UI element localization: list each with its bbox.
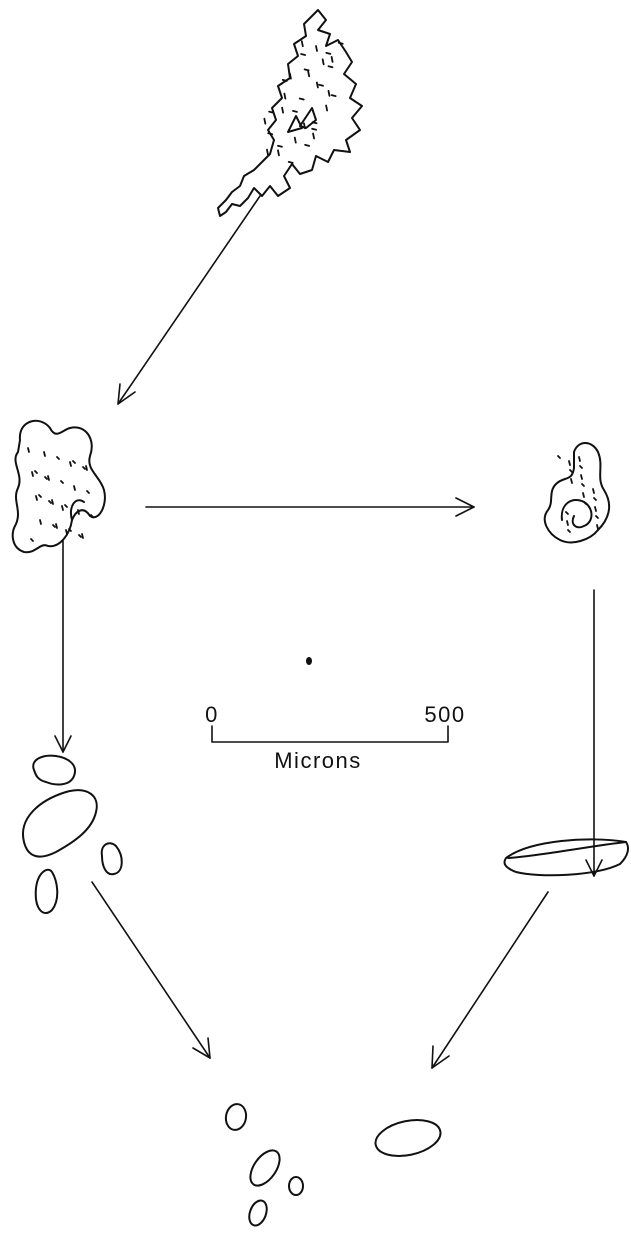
stipple-mark bbox=[45, 477, 47, 479]
stipple-mark bbox=[78, 510, 79, 514]
stipple-mark bbox=[313, 133, 314, 138]
stipple-mark bbox=[269, 112, 273, 113]
stipple-mark bbox=[268, 133, 272, 134]
stipple-mark bbox=[36, 496, 37, 500]
stipple-mark bbox=[48, 476, 49, 480]
arrow-left-to-bottom bbox=[92, 882, 210, 1058]
stipple-mark bbox=[328, 66, 332, 67]
stipple-mark bbox=[308, 71, 309, 76]
stipple-mark bbox=[326, 53, 330, 54]
stipple-mark bbox=[581, 475, 582, 479]
bottom-particle-cluster bbox=[224, 1102, 444, 1227]
stipple-mark bbox=[73, 461, 75, 463]
left-stippled-aggregate bbox=[13, 421, 105, 552]
stipple-mark bbox=[558, 456, 560, 458]
stipple-mark bbox=[594, 498, 596, 500]
stipple-mark bbox=[70, 462, 71, 466]
stipple-mark bbox=[264, 119, 265, 124]
stipple-mark bbox=[53, 525, 55, 527]
stipple-mark bbox=[580, 466, 582, 468]
stipple-mark bbox=[323, 59, 324, 64]
arrow-left-down bbox=[55, 540, 71, 752]
scale-end-label: 500 bbox=[424, 702, 465, 727]
stipple-mark bbox=[316, 46, 317, 51]
stipple-mark bbox=[304, 123, 305, 128]
stipple-mark bbox=[57, 457, 59, 459]
stipple-mark bbox=[570, 470, 572, 472]
stipple-mark bbox=[61, 481, 63, 483]
stipple-mark bbox=[39, 495, 41, 497]
small-dot bbox=[306, 657, 312, 665]
stipple-mark bbox=[49, 501, 51, 503]
stipple-mark bbox=[283, 80, 287, 81]
stipple-mark bbox=[566, 512, 568, 514]
stipple-mark bbox=[295, 138, 296, 143]
stipple-dashes bbox=[264, 41, 342, 163]
stipple-mark bbox=[328, 91, 329, 96]
stipple-mark bbox=[28, 448, 29, 452]
stipple-mark bbox=[305, 69, 309, 70]
stipple-mark bbox=[290, 74, 291, 79]
stipple-mark bbox=[32, 472, 33, 476]
stipple-mark bbox=[52, 500, 53, 504]
stipple-mark bbox=[83, 467, 85, 469]
scale-start-label: 0 bbox=[205, 702, 219, 727]
stipple-mark bbox=[583, 493, 584, 497]
stipple-mark bbox=[339, 43, 343, 44]
stipple-mark bbox=[44, 452, 45, 456]
left-particle-cluster bbox=[23, 756, 122, 913]
stipple-mark bbox=[317, 82, 318, 87]
stipple-mark bbox=[332, 95, 336, 96]
arrow-top-to-left bbox=[118, 196, 260, 404]
stipple-mark bbox=[284, 94, 285, 99]
stipple-mark bbox=[326, 105, 327, 110]
stipple-mark bbox=[31, 539, 33, 541]
stipple-mark bbox=[62, 506, 63, 510]
stipple-mark bbox=[319, 85, 323, 86]
stipple-mark bbox=[301, 54, 305, 55]
stipple-mark bbox=[289, 162, 293, 163]
stipple-mark bbox=[579, 457, 580, 461]
stipple-mark bbox=[278, 146, 282, 147]
stipple-mark bbox=[293, 111, 297, 112]
stipple-mark bbox=[568, 530, 570, 532]
stipple-mark bbox=[66, 530, 67, 534]
stipple-mark bbox=[596, 516, 598, 518]
stipple-mark bbox=[87, 491, 89, 493]
stipple-mark bbox=[282, 108, 283, 113]
stipple-mark bbox=[267, 150, 268, 155]
stipple-mark bbox=[569, 461, 570, 465]
stipple-mark bbox=[302, 41, 303, 46]
stipple-mark bbox=[300, 99, 304, 100]
arrow-right-to-bottom bbox=[432, 892, 548, 1068]
stipple-mark bbox=[313, 122, 317, 123]
stipple-mark bbox=[65, 505, 67, 507]
stipple-mark bbox=[79, 535, 81, 537]
stipple-mark bbox=[332, 57, 333, 62]
right-stippled-curled-aggregate bbox=[545, 443, 609, 542]
stipple-mark bbox=[305, 145, 309, 146]
stipple-mark bbox=[40, 520, 41, 524]
stipple-mark bbox=[597, 525, 598, 529]
stipple-mark bbox=[278, 150, 279, 155]
branched-aggregate bbox=[218, 10, 362, 216]
arrow-right-down bbox=[586, 590, 602, 876]
stipple-mark bbox=[593, 489, 594, 493]
stipple-mark bbox=[567, 521, 568, 525]
stipple-mark bbox=[56, 524, 57, 528]
arrow-left-to-right bbox=[146, 498, 474, 516]
scale-bar: 0 500 Microns bbox=[205, 702, 465, 773]
stipple-mark bbox=[582, 484, 584, 486]
stipple-mark bbox=[86, 466, 87, 470]
stipple-mark bbox=[74, 486, 75, 490]
stipple-mark bbox=[82, 534, 83, 538]
stipple-mark bbox=[595, 507, 596, 511]
stipple-mark bbox=[312, 129, 316, 130]
stipple-mark bbox=[35, 471, 37, 473]
scale-unit-label: Microns bbox=[274, 748, 362, 773]
stipple-mark bbox=[571, 479, 572, 483]
right-lens-particle bbox=[504, 839, 628, 875]
